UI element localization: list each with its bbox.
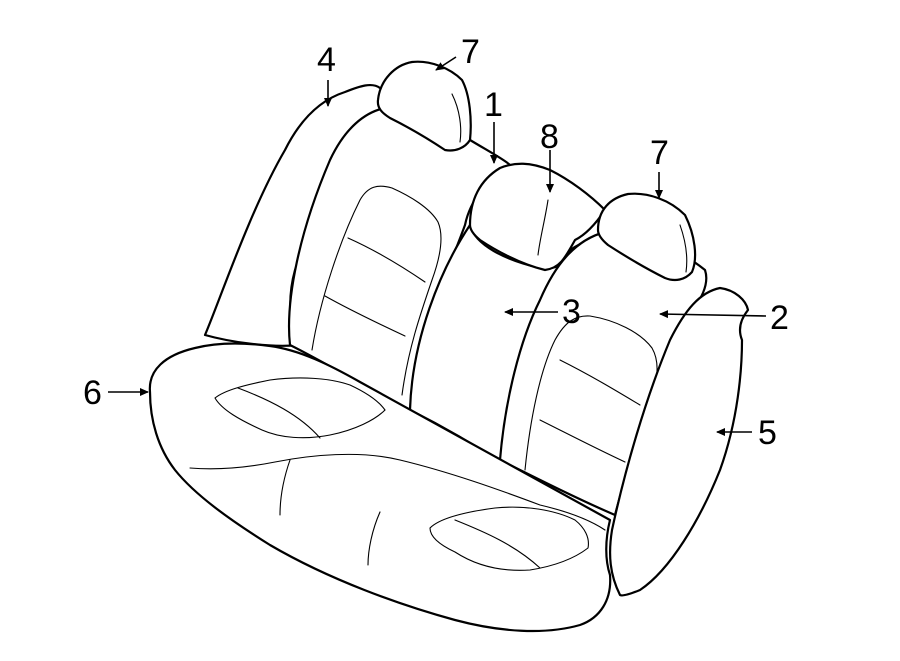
right-seatback-stitch-1 [559,359,641,406]
callout-4: 4 [317,41,336,79]
callout-7-left: 7 [461,33,480,71]
callout-3: 3 [562,293,581,331]
callout-2: 2 [770,299,789,337]
cushion-front-seam [189,453,606,531]
arrow-2 [659,310,767,319]
callout-5: 5 [758,414,777,452]
callout-7-right: 7 [650,134,669,172]
right-cushion-stitch [454,519,541,569]
right-headrest-seam [679,224,688,273]
callout-8: 8 [540,118,559,156]
left-headrest [376,60,472,152]
callout-6: 6 [83,374,102,412]
right-seatback-stitch-2 [539,419,626,463]
left-seatback-insert [311,185,442,396]
right-cushion-insert [429,506,589,571]
callout-1: 1 [484,86,503,124]
seat-cushion [148,342,612,633]
right-headrest [596,192,697,282]
left-cushion-insert [214,377,386,439]
left-seatback-stitch-1 [347,237,426,283]
cushion-divider-right [367,511,381,566]
center-headrest [468,162,607,272]
cushion-divider-left [279,459,291,516]
right-side-bolster [608,286,750,597]
arrow-7a [435,56,457,71]
left-headrest-seam [451,93,462,143]
left-seatback-stitch-2 [324,295,406,337]
center-headrest-seam [537,199,549,256]
left-cushion-stitch [237,387,321,439]
